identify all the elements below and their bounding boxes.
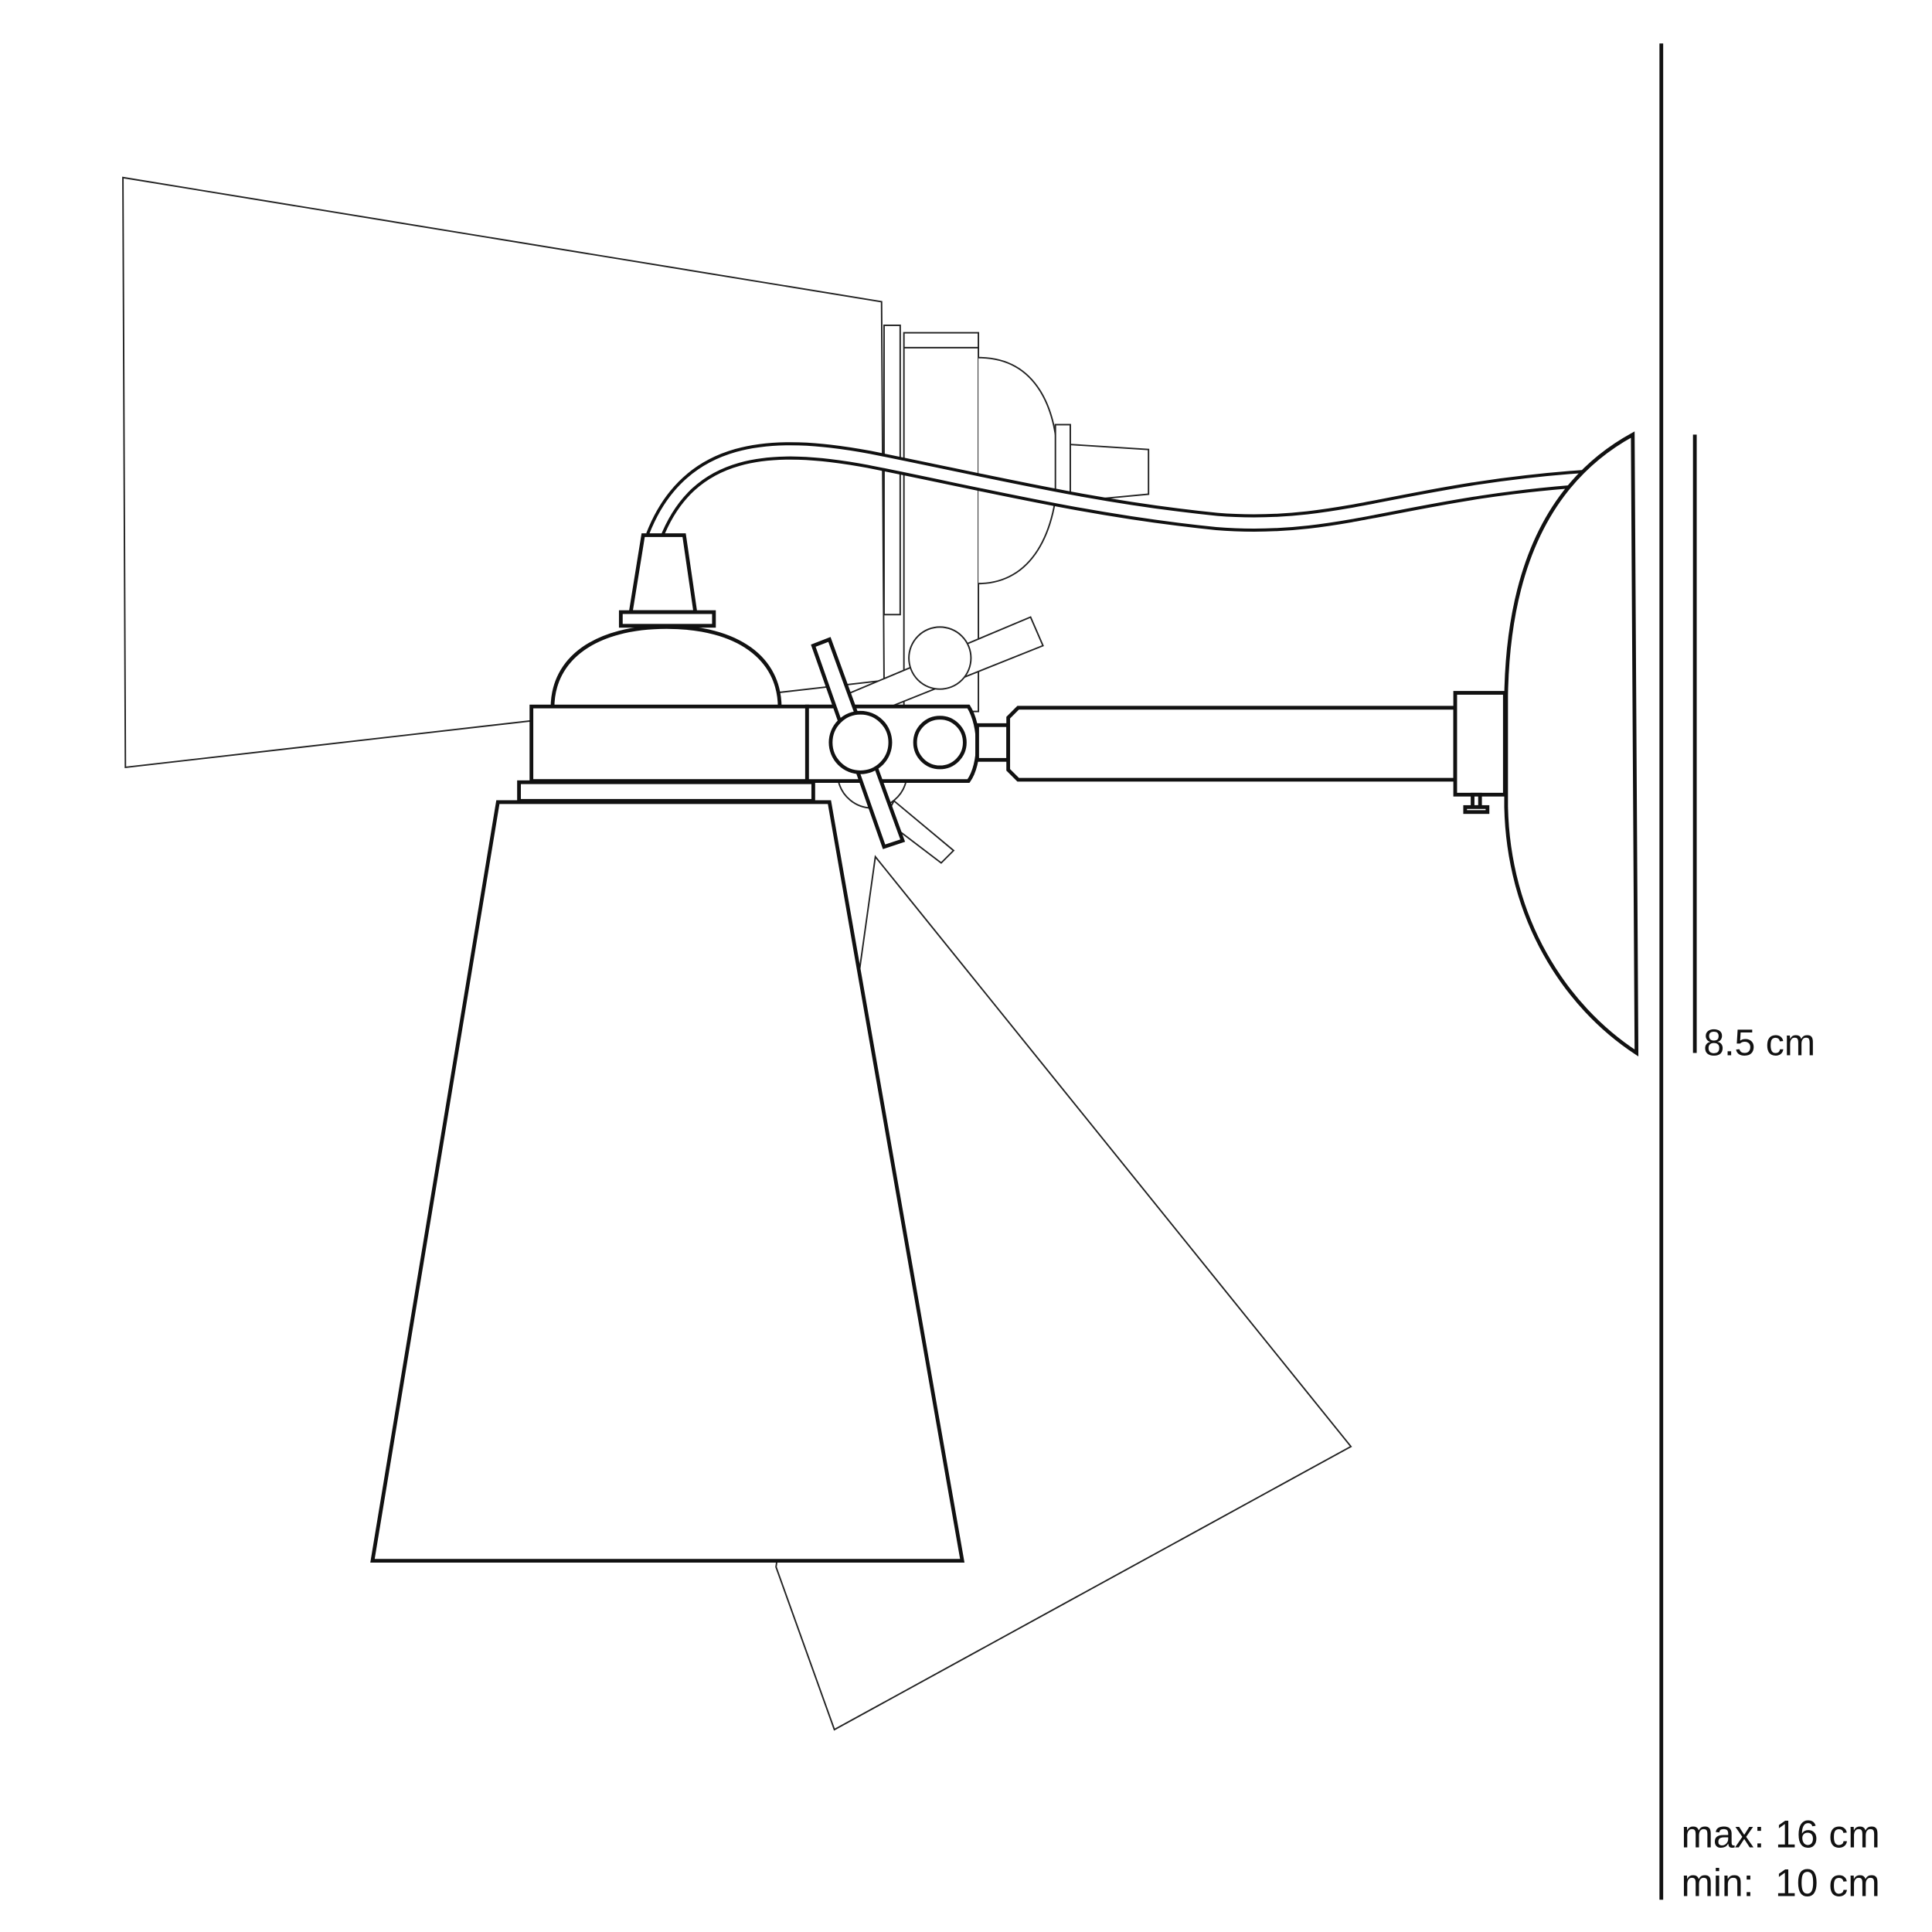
hinge-screw	[913, 716, 967, 770]
lamp-shade	[370, 800, 965, 1563]
hinge-joint	[804, 637, 1011, 849]
arm	[1006, 706, 1458, 782]
lamp-socket	[517, 533, 815, 803]
height-label: 8.5 cm	[1703, 1022, 1815, 1064]
max-projection-label: max: 16 cm	[1681, 1813, 1879, 1856]
power-cable	[646, 442, 1593, 540]
min-projection-label: min: 10 cm	[1681, 1861, 1879, 1904]
wall-mount	[1453, 431, 1639, 1056]
hinge-knob	[828, 710, 893, 774]
